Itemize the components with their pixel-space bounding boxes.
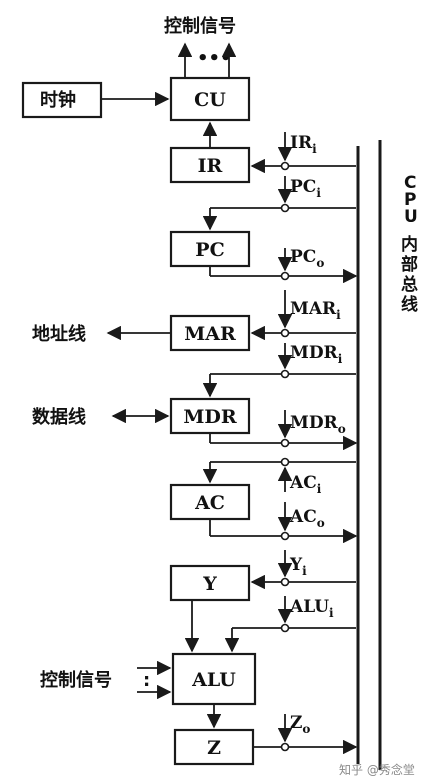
top-control-signal-label: 控制信号 [164, 15, 236, 37]
cu-label: CU [194, 89, 226, 111]
alu-control-dots: : [143, 670, 150, 691]
signal-mdr-out: MDRo [290, 413, 346, 436]
bus-label-char-1: P [404, 190, 416, 210]
z-out-gate [280, 742, 290, 752]
signal-mar-in: MARi [290, 299, 341, 322]
watermark: 知乎 @秀念堂 [339, 762, 415, 777]
bus-label-char-2: U [404, 207, 418, 227]
signal-ac-out: ACo [289, 507, 325, 530]
signal-z-out: Zo [290, 713, 310, 736]
signal-alu-in: ALUi [289, 597, 334, 620]
ir-box [169, 146, 251, 184]
pc-box [169, 230, 251, 268]
clock-label: 时钟 [40, 89, 76, 111]
z-box [173, 728, 255, 766]
bus-label-char-3: 内 [401, 234, 418, 255]
z-label: Z [207, 737, 221, 759]
ir-in-gate [280, 161, 290, 171]
data-bus-label: 数据线 [32, 406, 86, 428]
signal-pc-in: PCi [290, 177, 321, 200]
ac-out-gate [280, 531, 290, 541]
ir-label: IR [198, 155, 223, 177]
alu-box [171, 652, 257, 706]
alu-in-gate [280, 623, 290, 633]
bus-label-char-6: 线 [401, 294, 418, 315]
ac-in-gate [280, 457, 290, 467]
bus-label-char-0: C [404, 173, 416, 193]
mdr-label: MDR [183, 406, 237, 428]
signal-pc-out: PCo [290, 247, 324, 270]
signal-mdr-in: MDRi [290, 343, 343, 366]
cu-box [169, 76, 251, 122]
pc-in-gate [280, 203, 290, 213]
bus-label-char-5: 总 [401, 274, 418, 295]
y-in-gate [280, 577, 290, 587]
address-bus-label: 地址线 [32, 323, 86, 345]
alu-control-label: 控制信号 [40, 669, 112, 691]
mar-label: MAR [184, 323, 236, 345]
signal-ac-in: ACi [289, 473, 322, 496]
mdr-out-gate [280, 438, 290, 448]
top-control-dots: ••• [197, 48, 232, 69]
mar-in-gate [280, 328, 290, 338]
y-label: Y [202, 573, 217, 595]
signal-y-in: Yi [289, 555, 307, 578]
y-box [169, 564, 251, 602]
pc-label: PC [195, 239, 224, 261]
bus-label-char-4: 部 [401, 254, 418, 275]
signal-ir-in: IRi [290, 133, 317, 156]
alu-label: ALU [191, 669, 236, 691]
clock-box [21, 81, 103, 119]
ac-label: AC [194, 492, 225, 514]
pc-out-gate [280, 271, 290, 281]
mdr-in-gate [280, 369, 290, 379]
